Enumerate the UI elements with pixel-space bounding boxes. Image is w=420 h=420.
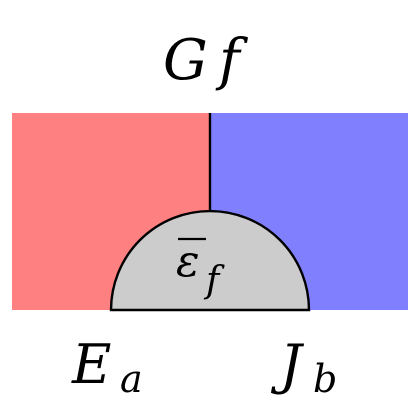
top-label: G f [163,28,249,93]
top-label-main: G [163,28,208,93]
center-label-main: ε [176,236,200,287]
semicircle-node [109,209,311,312]
bottom-right-label-main: J [270,333,305,396]
bottom-left-label-main: E [71,333,111,396]
bottom-left-label: E a [71,333,143,401]
bottom-right-label-sub: b [313,357,337,401]
top-label-sub: f [215,28,249,93]
bottom-right-label: J b [270,333,337,401]
bottom-left-label-sub: a [120,357,143,401]
